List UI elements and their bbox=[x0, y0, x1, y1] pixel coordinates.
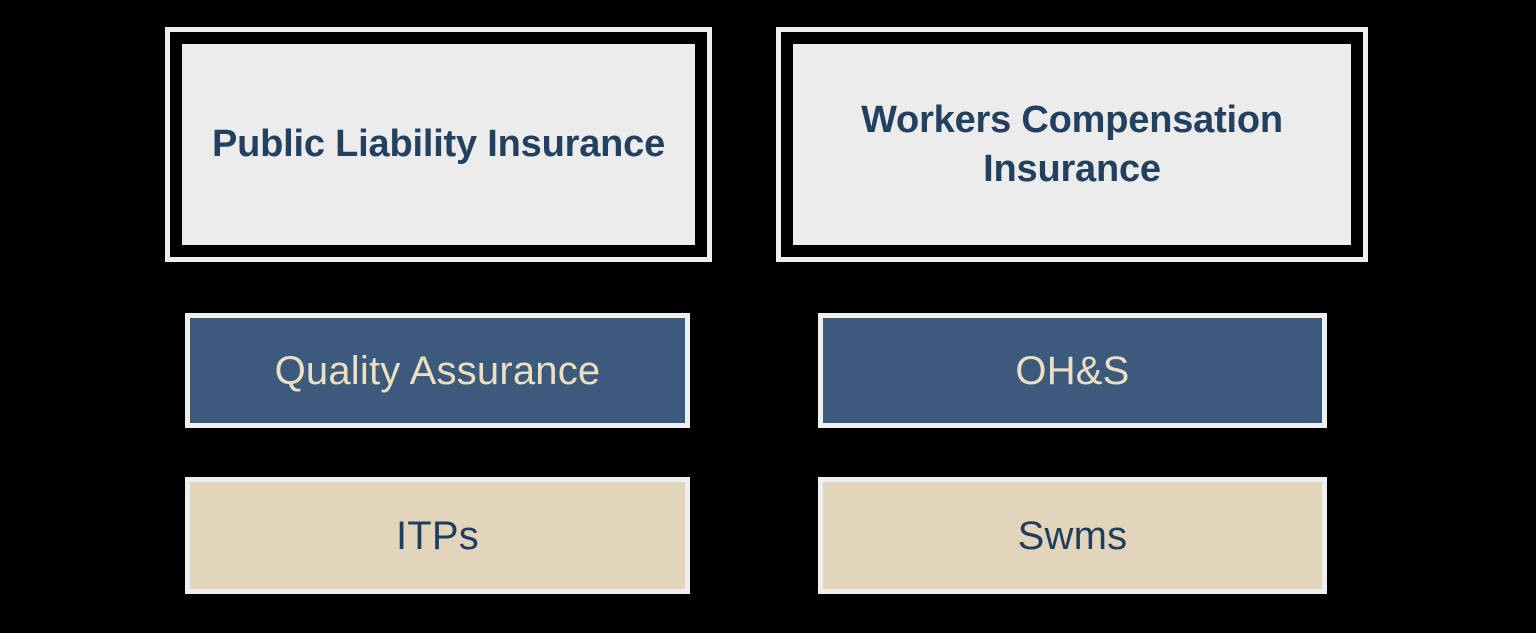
category-box-label: Quality Assurance bbox=[274, 348, 601, 393]
insurance-card-workers-compensation[interactable]: Workers Compensation Insurance bbox=[776, 27, 1368, 262]
document-box-itps[interactable]: ITPs bbox=[185, 477, 690, 594]
category-box-quality-assurance[interactable]: Quality Assurance bbox=[185, 313, 690, 428]
insurance-card-title: Public Liability Insurance bbox=[211, 123, 666, 166]
insurance-card-inner: Workers Compensation Insurance bbox=[781, 32, 1363, 257]
category-box-label: OH&S bbox=[1015, 348, 1130, 393]
insurance-card-inner: Public Liability Insurance bbox=[170, 32, 707, 257]
document-box-label: Swms bbox=[1017, 513, 1128, 558]
document-box-label: ITPs bbox=[395, 513, 480, 558]
document-box-swms[interactable]: Swms bbox=[818, 477, 1327, 594]
insurance-card-title: Workers Compensation Insurance bbox=[861, 98, 1283, 190]
insurance-card-public-liability[interactable]: Public Liability Insurance bbox=[165, 27, 712, 262]
category-box-ohs[interactable]: OH&S bbox=[818, 313, 1327, 428]
